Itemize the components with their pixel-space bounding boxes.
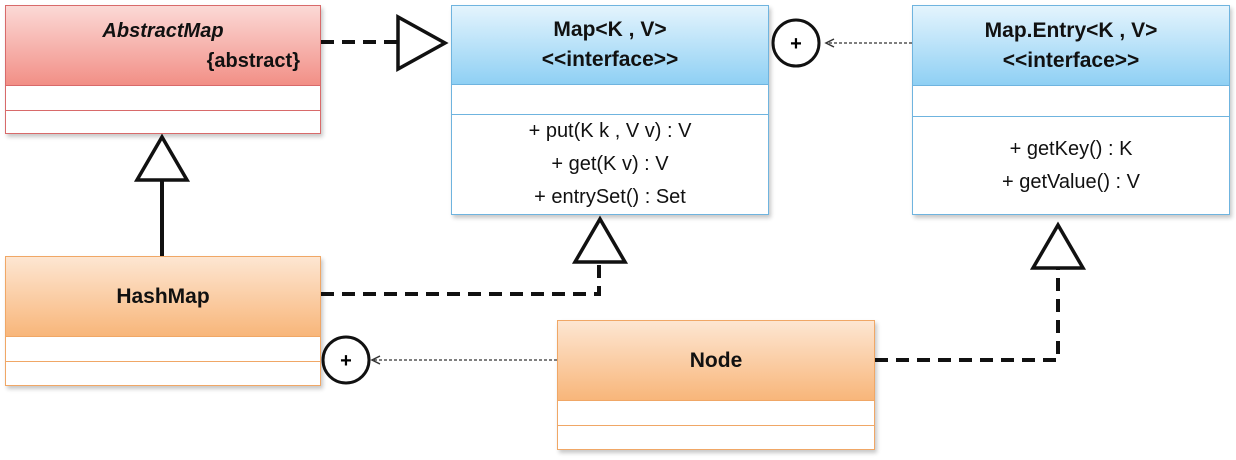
map-header: Map<K , V> <<interface>> bbox=[452, 6, 768, 85]
node-header: Node bbox=[558, 321, 874, 401]
operation: + getKey() : K bbox=[1009, 137, 1133, 160]
operation: + put(K k , V v) : V bbox=[528, 120, 692, 142]
mapentry-nested-in-map: + bbox=[771, 18, 912, 68]
attributes-section bbox=[6, 86, 320, 111]
class-name: HashMap bbox=[116, 284, 210, 308]
nesting-plus-icon bbox=[321, 335, 371, 385]
abstractmap-class-box[interactable]: AbstractMap {abstract} bbox=[5, 5, 321, 134]
mapentry-interface-box[interactable]: Map.Entry<K , V> <<interface>> + getKey(… bbox=[912, 5, 1230, 215]
abstractmap-realizes-map bbox=[321, 14, 449, 72]
hashmap-class-box[interactable]: HashMap bbox=[5, 256, 321, 386]
mapentry-header: Map.Entry<K , V> <<interface>> bbox=[913, 6, 1229, 86]
class-name: Map<K , V> bbox=[553, 17, 667, 41]
svg-text:+: + bbox=[790, 33, 802, 55]
abstractmap-header: AbstractMap {abstract} bbox=[6, 6, 320, 86]
class-name: AbstractMap bbox=[102, 19, 224, 42]
node-class-box[interactable]: Node bbox=[557, 320, 875, 450]
node-nested-in-hashmap: + bbox=[321, 335, 557, 385]
hashmap-realizes-map bbox=[321, 215, 629, 296]
operations-section: + put(K k , V v) : V + get(K v) : V + en… bbox=[452, 115, 768, 214]
class-name: Map.Entry<K , V> bbox=[984, 18, 1158, 42]
operation: + get(K v) : V bbox=[551, 153, 669, 175]
attributes-section bbox=[6, 337, 320, 362]
interface-stereotype: <<interface>> bbox=[541, 47, 679, 71]
nesting-plus-icon bbox=[771, 18, 821, 68]
abstract-stereotype: {abstract} bbox=[206, 49, 300, 72]
operations-section bbox=[6, 362, 320, 385]
operations-section bbox=[558, 426, 874, 449]
node-realizes-mapentry bbox=[875, 221, 1087, 362]
attributes-section bbox=[913, 86, 1229, 117]
attributes-section bbox=[558, 401, 874, 426]
hashmap-header: HashMap bbox=[6, 257, 320, 337]
map-interface-box[interactable]: Map<K , V> <<interface>> + put(K k , V v… bbox=[451, 5, 769, 215]
hashmap-extends-abstractmap bbox=[133, 133, 191, 256]
operations-section: + getKey() : K + getValue() : V bbox=[913, 117, 1229, 214]
class-name: Node bbox=[689, 348, 743, 372]
operation: + entrySet() : Set bbox=[534, 186, 686, 208]
interface-stereotype: <<interface>> bbox=[1002, 48, 1140, 72]
operation: + getValue() : V bbox=[1001, 170, 1141, 193]
operations-section bbox=[6, 111, 320, 133]
svg-text:+: + bbox=[340, 350, 352, 372]
attributes-section bbox=[452, 85, 768, 115]
